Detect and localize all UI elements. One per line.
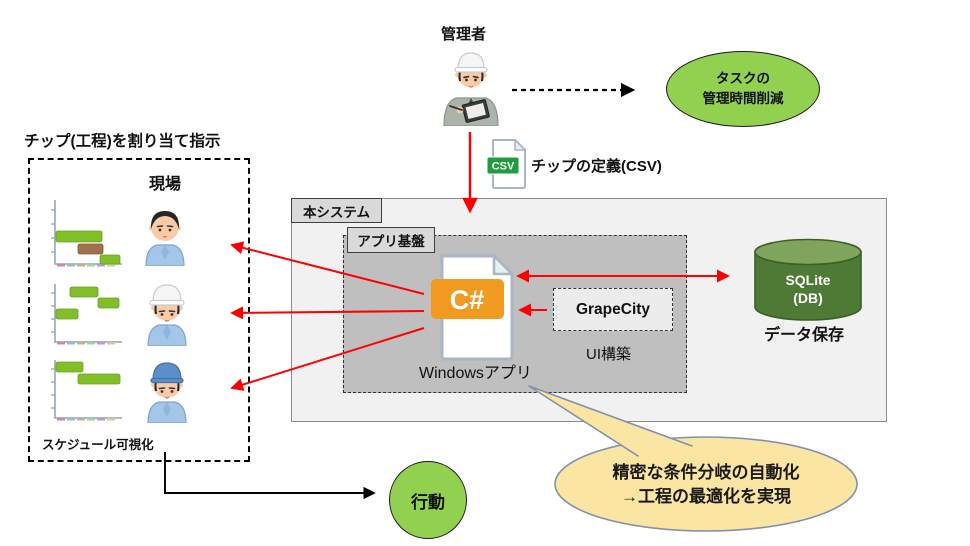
csharp-file-icon: C# — [431, 254, 514, 361]
benefit-line1: タスクの — [716, 71, 770, 87]
grapecity-box: GrapeCity — [553, 288, 673, 331]
manager-avatar-icon — [443, 52, 499, 126]
benefit-line2: 管理時間削減 — [702, 91, 784, 106]
gantt-chart-icon-1 — [51, 200, 122, 267]
gantt-bar — [69, 286, 99, 298]
ui-build-label: UI構築 — [586, 346, 632, 363]
schedule-caption: スケジュール可視化 — [42, 438, 154, 452]
data-store-label: データ保存 — [764, 327, 845, 344]
action-circle: 行動 — [389, 461, 467, 539]
callout-text: 精密な条件分岐の自動化 →工程の最適化を実現 — [566, 461, 846, 509]
benefit-ellipse: タスクの 管理時間削減 — [666, 51, 820, 127]
callout-line1: 精密な条件分岐の自動化 — [612, 463, 800, 482]
gantt-bar — [97, 297, 120, 309]
timeline-strip — [57, 342, 115, 345]
action-label: 行動 — [411, 492, 445, 512]
assign-title: チップ(工程)を割り当て指示 — [24, 133, 221, 150]
manager-label: 管理者 — [441, 26, 487, 43]
sqlite-text-line2: (DB) — [793, 290, 823, 306]
worker-avatar-hair-icon — [145, 211, 185, 266]
gantt-bar — [55, 361, 84, 373]
gantt-bar — [55, 308, 79, 320]
csv-file-icon: CSV — [486, 139, 526, 189]
gantt-bar — [77, 243, 104, 255]
site-label: 現場 — [149, 176, 182, 193]
timeline-strip — [57, 264, 115, 267]
app-platform-label: アプリ基盤 — [347, 227, 435, 253]
system-box-label: 本システム — [291, 198, 382, 223]
windows-app-label: Windowsアプリ — [419, 365, 532, 382]
sqlite-text-line1: SQLite — [785, 272, 830, 288]
timeline-strip — [57, 418, 115, 421]
app-platform-label-text: アプリ基盤 — [357, 234, 425, 249]
callout-line2: →工程の最適化を実現 — [621, 486, 791, 506]
gantt-chart-icon-2 — [51, 284, 122, 345]
worker-avatar-helmet-icon — [147, 284, 187, 346]
gantt-bar — [55, 230, 103, 243]
grapecity-label: GrapeCity — [575, 300, 651, 318]
csv-badge-text: CSV — [492, 161, 515, 173]
callout-bubble — [528, 385, 858, 532]
sqlite-db-icon: SQLite (DB) — [754, 238, 862, 321]
gantt-bar — [77, 373, 121, 385]
system-box-label-text: 本システム — [302, 204, 371, 220]
gantt-chart-icon-3 — [51, 360, 122, 421]
csharp-icon-text: C# — [450, 285, 485, 315]
csv-definition-label: チップの定義(CSV) — [531, 158, 662, 175]
worker-avatar-cap-icon — [147, 362, 187, 423]
gantt-bar — [99, 254, 121, 265]
